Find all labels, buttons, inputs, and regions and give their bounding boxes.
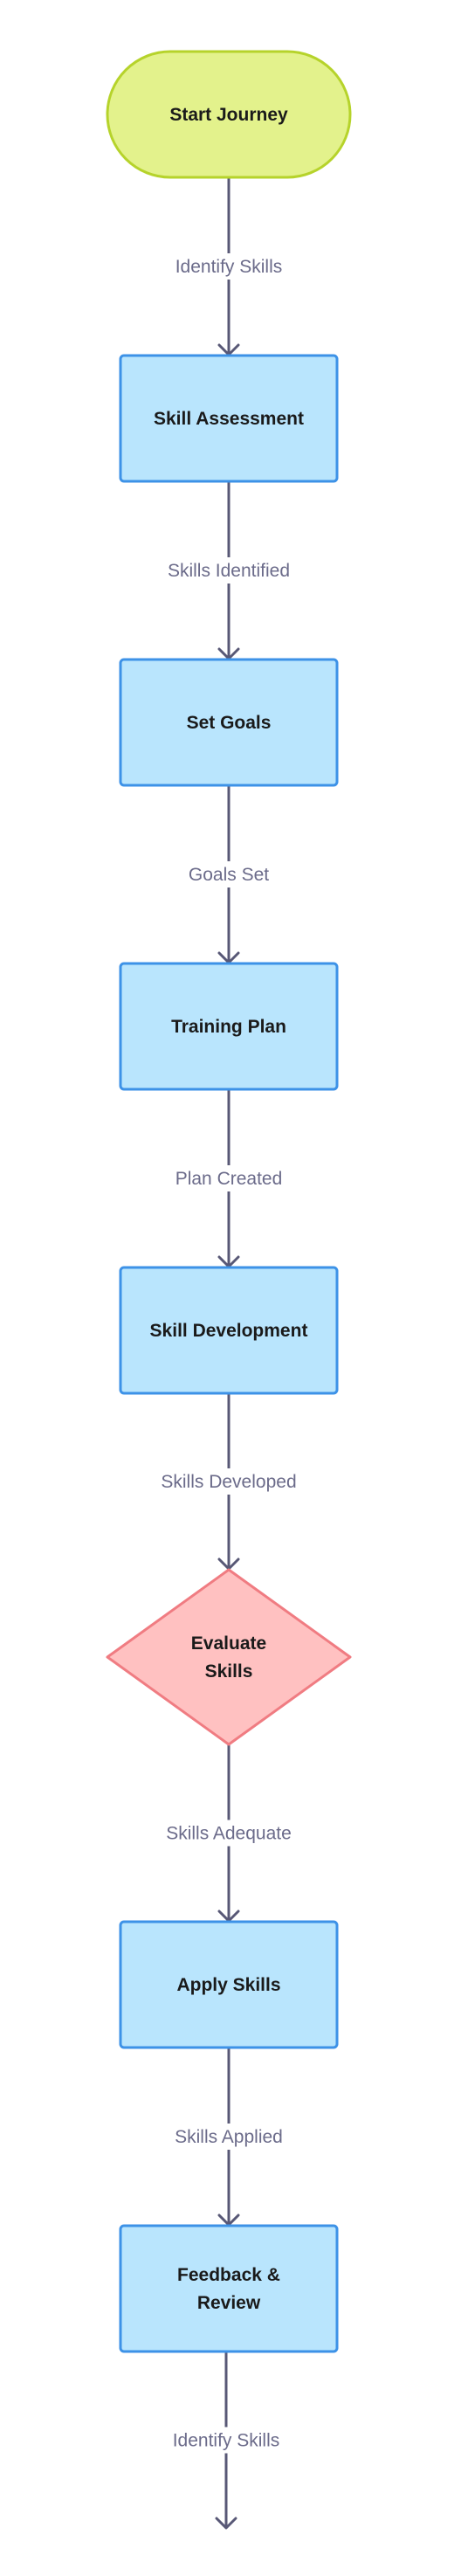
edge-start-assessment: Identify Skills	[169, 177, 288, 356]
edge-label: Skills Applied	[175, 2127, 283, 2147]
edge-label: Identify Skills	[173, 2431, 280, 2451]
edge-label-background	[162, 557, 296, 584]
edge-label-background	[161, 1820, 297, 1847]
node-label: Skills	[205, 1661, 253, 1682]
node-label: Skill Assessment	[154, 409, 304, 429]
edge-label-background	[182, 861, 275, 887]
process-shape	[119, 658, 339, 787]
process-shape	[119, 1920, 339, 2049]
edge-assessment-goals: Skills Identified	[162, 481, 296, 660]
decision-shape	[106, 1568, 352, 1746]
terminal-shape	[106, 50, 352, 179]
edge-feedback-next: Identify Skills	[167, 2352, 286, 2530]
node-label: Review	[197, 2293, 261, 2313]
node-goals: Set Goals	[119, 658, 339, 787]
edge-label: Skills Adequate	[166, 1824, 292, 1844]
node-development: Skill Development	[119, 1266, 339, 1395]
arrowhead-icon	[215, 2517, 237, 2530]
edge-label: Skills Identified	[168, 561, 290, 581]
edge-evaluate-apply: Skills Adequate	[161, 1744, 297, 1923]
node-label: Feedback &	[177, 2265, 280, 2285]
edge-label: Goals Set	[189, 865, 269, 885]
node-label: Skill Development	[150, 1321, 308, 1341]
node-label: Apply Skills	[176, 1975, 280, 1995]
process-shape	[119, 354, 339, 483]
edge-label-background	[167, 2427, 286, 2454]
edge-label-background	[169, 253, 288, 280]
edge-label-background	[169, 1165, 288, 1191]
node-training: Training Plan	[119, 962, 339, 1091]
edge-label: Plan Created	[175, 1169, 283, 1189]
node-feedback: Feedback & Review	[119, 2224, 339, 2353]
node-apply: Apply Skills	[119, 1920, 339, 2049]
node-label: Training Plan	[171, 1017, 286, 1037]
edge-development-evaluate: Skills Developed	[155, 1393, 302, 1571]
edge-label: Identify Skills	[175, 257, 283, 277]
edge-label-background	[169, 2124, 288, 2150]
edge-goals-training: Goals Set	[182, 785, 275, 964]
node-label: Set Goals	[187, 713, 272, 733]
edge-label: Skills Developed	[161, 1472, 296, 1492]
process-shape	[119, 962, 339, 1091]
node-label: Evaluate	[191, 1633, 266, 1654]
edge-label-background	[155, 1468, 302, 1495]
process-shape	[119, 1266, 339, 1395]
edge-training-development: Plan Created	[169, 1089, 288, 1268]
process-shape	[119, 2224, 339, 2353]
node-assessment: Skill Assessment	[119, 354, 339, 483]
node-label: Start Journey	[169, 105, 288, 125]
node-start: Start Journey	[106, 50, 352, 179]
edge-apply-feedback: Skills Applied	[169, 2048, 288, 2227]
